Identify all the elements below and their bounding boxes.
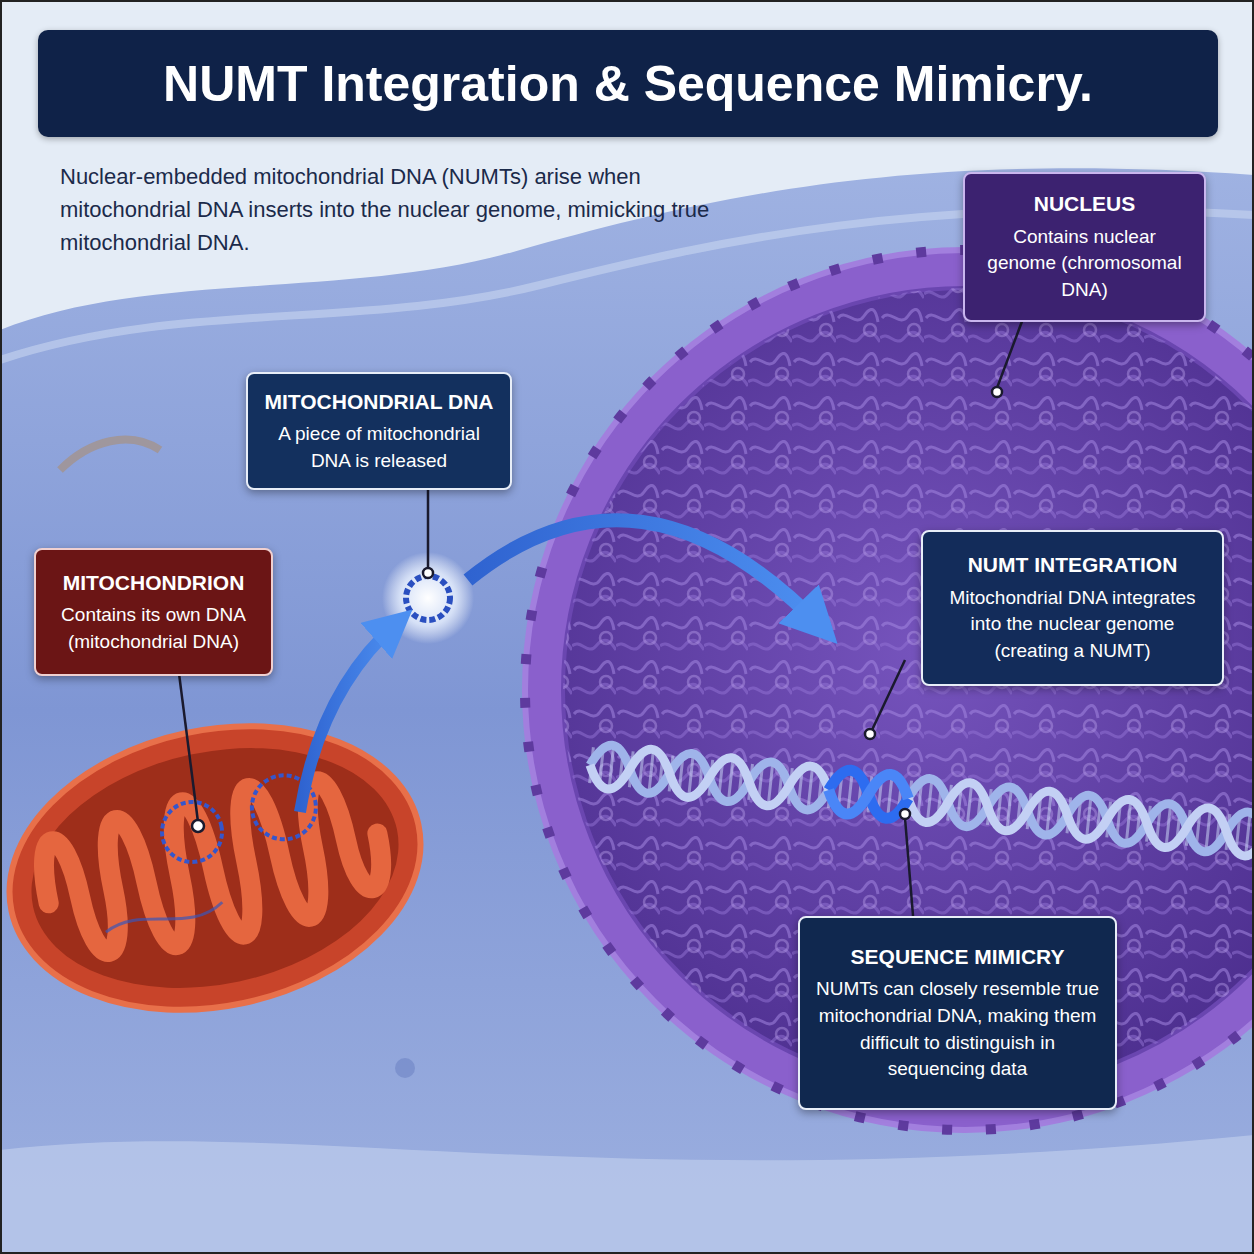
intro-text: Nuclear-embedded mitochondrial DNA (NUMT… <box>60 160 710 259</box>
callout-heading: MITOCHONDRION <box>50 569 257 596</box>
mtdna-callout: MITOCHONDRIAL DNA A piece of mitochondria… <box>246 372 512 490</box>
callout-body: Contains its own DNA (mitochondrial DNA) <box>50 602 257 655</box>
integration-callout: NUMT INTEGRATION Mitochondrial DNA integr… <box>921 530 1224 686</box>
callout-heading: NUCLEUS <box>979 190 1190 217</box>
callout-heading: SEQUENCE MIMICRY <box>814 943 1101 970</box>
callout-body: Mitochondrial DNA integrates into the nu… <box>937 585 1208 665</box>
mimicry-callout: SEQUENCE MIMICRY NUMTs can closely resemb… <box>798 916 1117 1110</box>
nucleus-callout: NUCLEUS Contains nuclear genome (chromoso… <box>963 172 1206 322</box>
callout-body: NUMTs can closely resemble true mitochon… <box>814 976 1101 1082</box>
callout-body: A piece of mitochondrial DNA is released <box>262 421 496 474</box>
title-bar: NUMT Integration & Sequence Mimicry. <box>38 30 1218 137</box>
mitochondrion-callout: MITOCHONDRION Contains its own DNA (mitoc… <box>34 548 273 676</box>
callout-body: Contains nuclear genome (chromosomal DNA… <box>979 224 1190 304</box>
callout-heading: NUMT INTEGRATION <box>937 551 1208 578</box>
callout-heading: MITOCHONDRIAL DNA <box>262 388 496 415</box>
title: NUMT Integration & Sequence Mimicry. <box>163 55 1093 113</box>
